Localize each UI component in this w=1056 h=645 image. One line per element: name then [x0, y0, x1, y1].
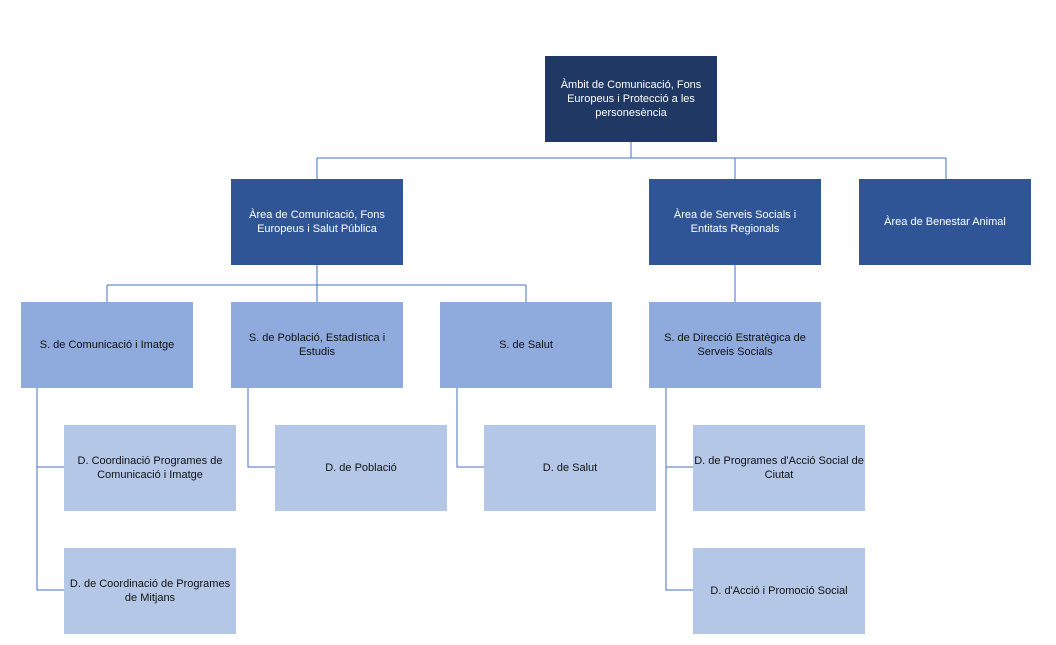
connector-s-comunicacio-departments: [36, 388, 64, 591]
node-area-serveis-socials: Àrea de Serveis Socials i Entitats Regio…: [649, 179, 821, 265]
node-s-salut: S. de Salut: [440, 302, 612, 388]
node-d-poblacio-label: D. de Població: [325, 462, 397, 474]
node-area-serveis-socials-label: Àrea de Serveis Socials i Entitats Regio…: [673, 209, 797, 235]
node-d-coordinacio-mitjans-label: D. de Coordinació de Programes de Mitjan…: [69, 578, 231, 604]
node-area-benestar-animal: Àrea de Benestar Animal: [859, 179, 1031, 265]
node-s-direccio-estrategica: S. de Direcció Estratègica de Serveis So…: [649, 302, 821, 388]
node-s-poblacio: S. de Població, Estadística i Estudis: [231, 302, 403, 388]
node-d-coordinacio-programes: D. Coordinació Programes de Comunicació …: [64, 425, 236, 511]
node-area-comunicacio-label: Àrea de Comunicació, Fons Europeus i Sal…: [249, 209, 385, 235]
node-d-coordinacio-mitjans: D. de Coordinació de Programes de Mitjan…: [64, 548, 236, 634]
node-s-salut-label: S. de Salut: [499, 339, 553, 351]
node-root: Àmbit de Comunicació, Fons Europeus i Pr…: [545, 56, 717, 142]
node-d-poblacio: D. de Població: [275, 425, 447, 511]
node-d-accio-promocio-social-label: D. d'Acció i Promoció Social: [710, 585, 848, 597]
connector-s-poblacio-departments: [247, 388, 275, 468]
node-s-poblacio-label: S. de Població, Estadística i Estudis: [248, 332, 386, 358]
node-d-accio-social-ciutat-label: D. de Programes d'Acció Social de Ciutat: [694, 455, 864, 481]
node-d-salut-label: D. de Salut: [542, 462, 598, 474]
node-d-coordinacio-programes-label: D. Coordinació Programes de Comunicació …: [77, 455, 223, 481]
connector-s-salut-departments: [456, 388, 484, 468]
node-s-comunicacio-imatge: S. de Comunicació i Imatge: [21, 302, 193, 388]
node-s-comunicacio-imatge-label: S. de Comunicació i Imatge: [39, 339, 175, 351]
connector-s-direccio-departments: [665, 388, 693, 591]
node-d-accio-promocio-social: D. d'Acció i Promoció Social: [693, 548, 865, 634]
node-area-benestar-animal-label: Àrea de Benestar Animal: [884, 216, 1006, 228]
node-area-comunicacio: Àrea de Comunicació, Fons Europeus i Sal…: [231, 179, 403, 265]
node-d-salut: D. de Salut: [484, 425, 656, 511]
node-d-accio-social-ciutat: D. de Programes d'Acció Social de Ciutat: [693, 425, 865, 511]
node-root-label: Àmbit de Comunicació, Fons Europeus i Pr…: [560, 79, 702, 119]
node-s-direccio-estrategica-label: S. de Direcció Estratègica de Serveis So…: [664, 332, 806, 358]
